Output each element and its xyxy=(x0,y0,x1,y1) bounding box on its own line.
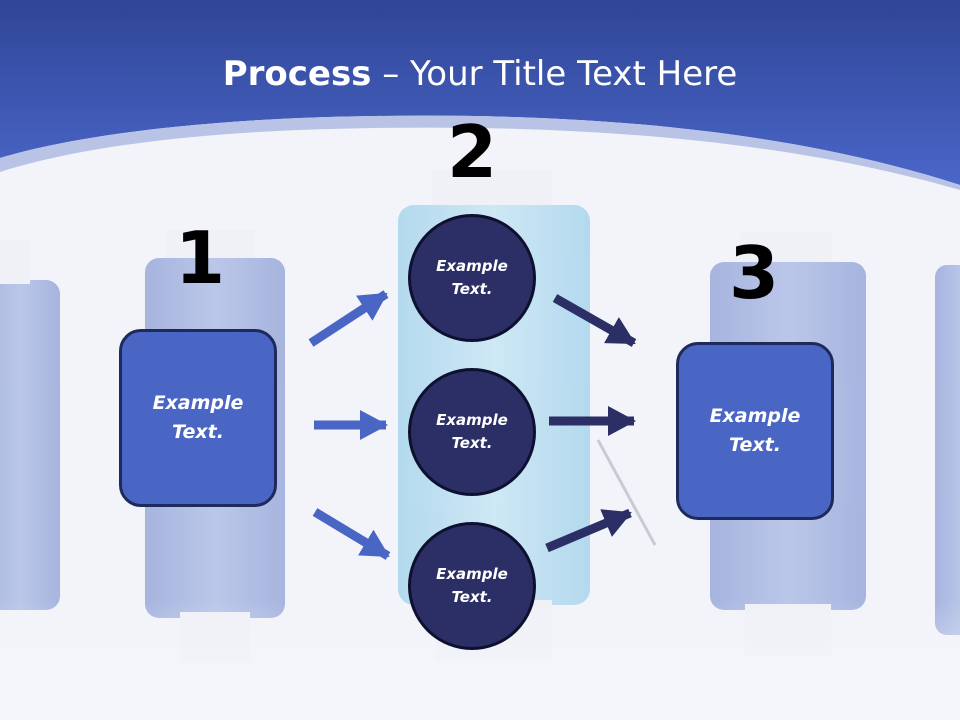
page-title: Process – Your Title Text Here xyxy=(0,52,960,96)
title-bold: Process xyxy=(222,54,372,94)
title-rest: – Your Title Text Here xyxy=(371,54,738,94)
step-box-3-text: Example Text. xyxy=(709,405,801,456)
step-box-3: Example Text. xyxy=(676,342,834,520)
step-box-1: Example Text. xyxy=(119,329,277,507)
step-circle-bottom: Example Text. xyxy=(408,522,536,650)
header-swoosh xyxy=(0,115,960,190)
step-number-3: 3 xyxy=(728,231,780,315)
step-circle-middle-text: Example Text. xyxy=(436,411,508,452)
step-circle-top-text: Example Text. xyxy=(436,257,508,298)
step-number-2: 2 xyxy=(446,110,498,194)
step-circle-middle: Example Text. xyxy=(408,368,536,496)
step-box-1-text: Example Text. xyxy=(152,392,244,443)
step-number-1: 1 xyxy=(174,216,226,300)
header-band xyxy=(0,0,960,185)
step-circle-bottom-text: Example Text. xyxy=(436,565,508,606)
step-circle-top: Example Text. xyxy=(408,214,536,342)
